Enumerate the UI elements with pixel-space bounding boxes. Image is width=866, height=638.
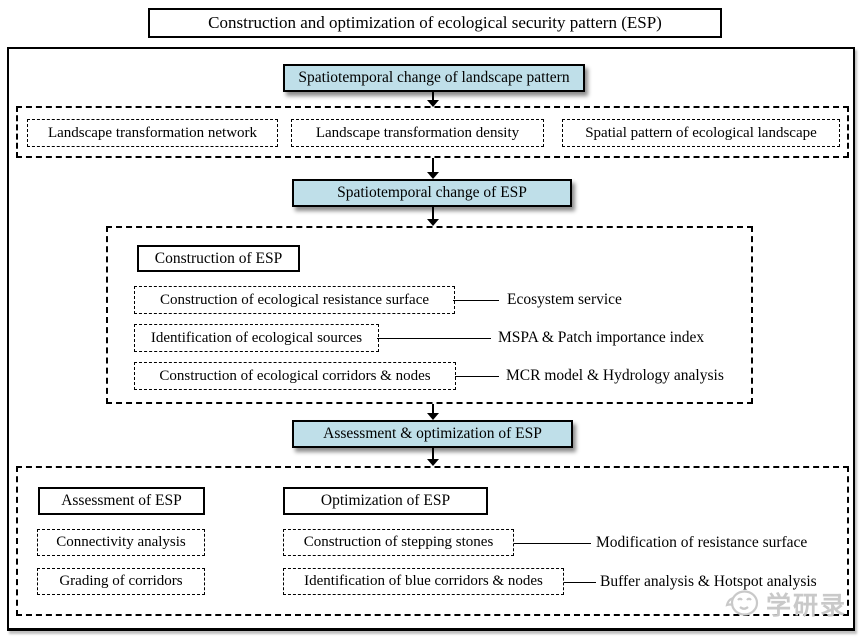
method-connector	[455, 376, 499, 377]
landscape-item-spatial-pattern: Spatial pattern of ecological landscape	[562, 119, 840, 147]
down-arrow-5	[427, 448, 439, 466]
landscape-item-network: Landscape transformation network	[27, 119, 278, 147]
stage-box-esp-change: Spatiotemporal change of ESP	[292, 179, 572, 207]
arrow-head-icon	[427, 100, 439, 107]
arrow-shaft	[432, 158, 434, 173]
stage-box-landscape-change: Spatiotemporal change of landscape patte…	[283, 64, 585, 92]
method-label-modification: Modification of resistance surface	[596, 534, 808, 551]
arrow-head-icon	[427, 413, 439, 420]
assessment-optimization-group	[16, 466, 849, 616]
landscape-analysis-group	[16, 106, 849, 158]
arrow-head-icon	[427, 172, 439, 179]
arrow-head-icon	[427, 459, 439, 466]
watermark-face-icon	[725, 590, 759, 616]
arrow-head-icon	[427, 219, 439, 226]
down-arrow-4	[427, 404, 439, 420]
down-arrow-3	[427, 207, 439, 226]
construction-step-corridors-nodes: Construction of ecological corridors & n…	[134, 362, 456, 390]
down-arrow-1	[427, 92, 439, 107]
arrow-shaft	[432, 92, 434, 101]
arrow-shaft	[432, 404, 434, 414]
watermark: 学研录	[724, 586, 847, 622]
method-connector	[514, 543, 591, 544]
method-label-ecosystem-service: Ecosystem service	[507, 291, 622, 308]
assessment-header: Assessment of ESP	[38, 487, 205, 515]
assessment-item-connectivity: Connectivity analysis	[37, 529, 205, 556]
construction-step-ecological-sources: Identification of ecological sources	[134, 324, 379, 352]
optimization-step-stepping-stones: Construction of stepping stones	[283, 529, 514, 556]
construction-group	[106, 226, 753, 404]
method-connector	[377, 338, 491, 339]
construction-step-resistance-surface: Construction of ecological resistance su…	[134, 286, 455, 314]
optimization-step-blue-corridors: Identification of blue corridors & nodes	[283, 568, 564, 595]
down-arrow-2	[427, 158, 439, 179]
arrow-shaft	[432, 448, 434, 460]
method-label-mspa: MSPA & Patch importance index	[498, 329, 705, 346]
method-connector	[453, 300, 499, 301]
method-label-mcr: MCR model & Hydrology analysis	[506, 367, 724, 384]
assessment-item-grading: Grading of corridors	[37, 568, 205, 595]
watermark-text: 学研录	[766, 593, 848, 620]
arrow-shaft	[432, 207, 434, 220]
landscape-item-density: Landscape transformation density	[291, 119, 544, 147]
construction-header: Construction of ESP	[137, 245, 300, 272]
method-connector	[564, 582, 596, 583]
optimization-header: Optimization of ESP	[283, 487, 488, 515]
stage-box-assessment-optimization: Assessment & optimization of ESP	[292, 420, 573, 448]
method-label-buffer-hotspot: Buffer analysis & Hotspot analysis	[600, 573, 817, 590]
diagram-title: Construction and optimization of ecologi…	[148, 8, 722, 38]
